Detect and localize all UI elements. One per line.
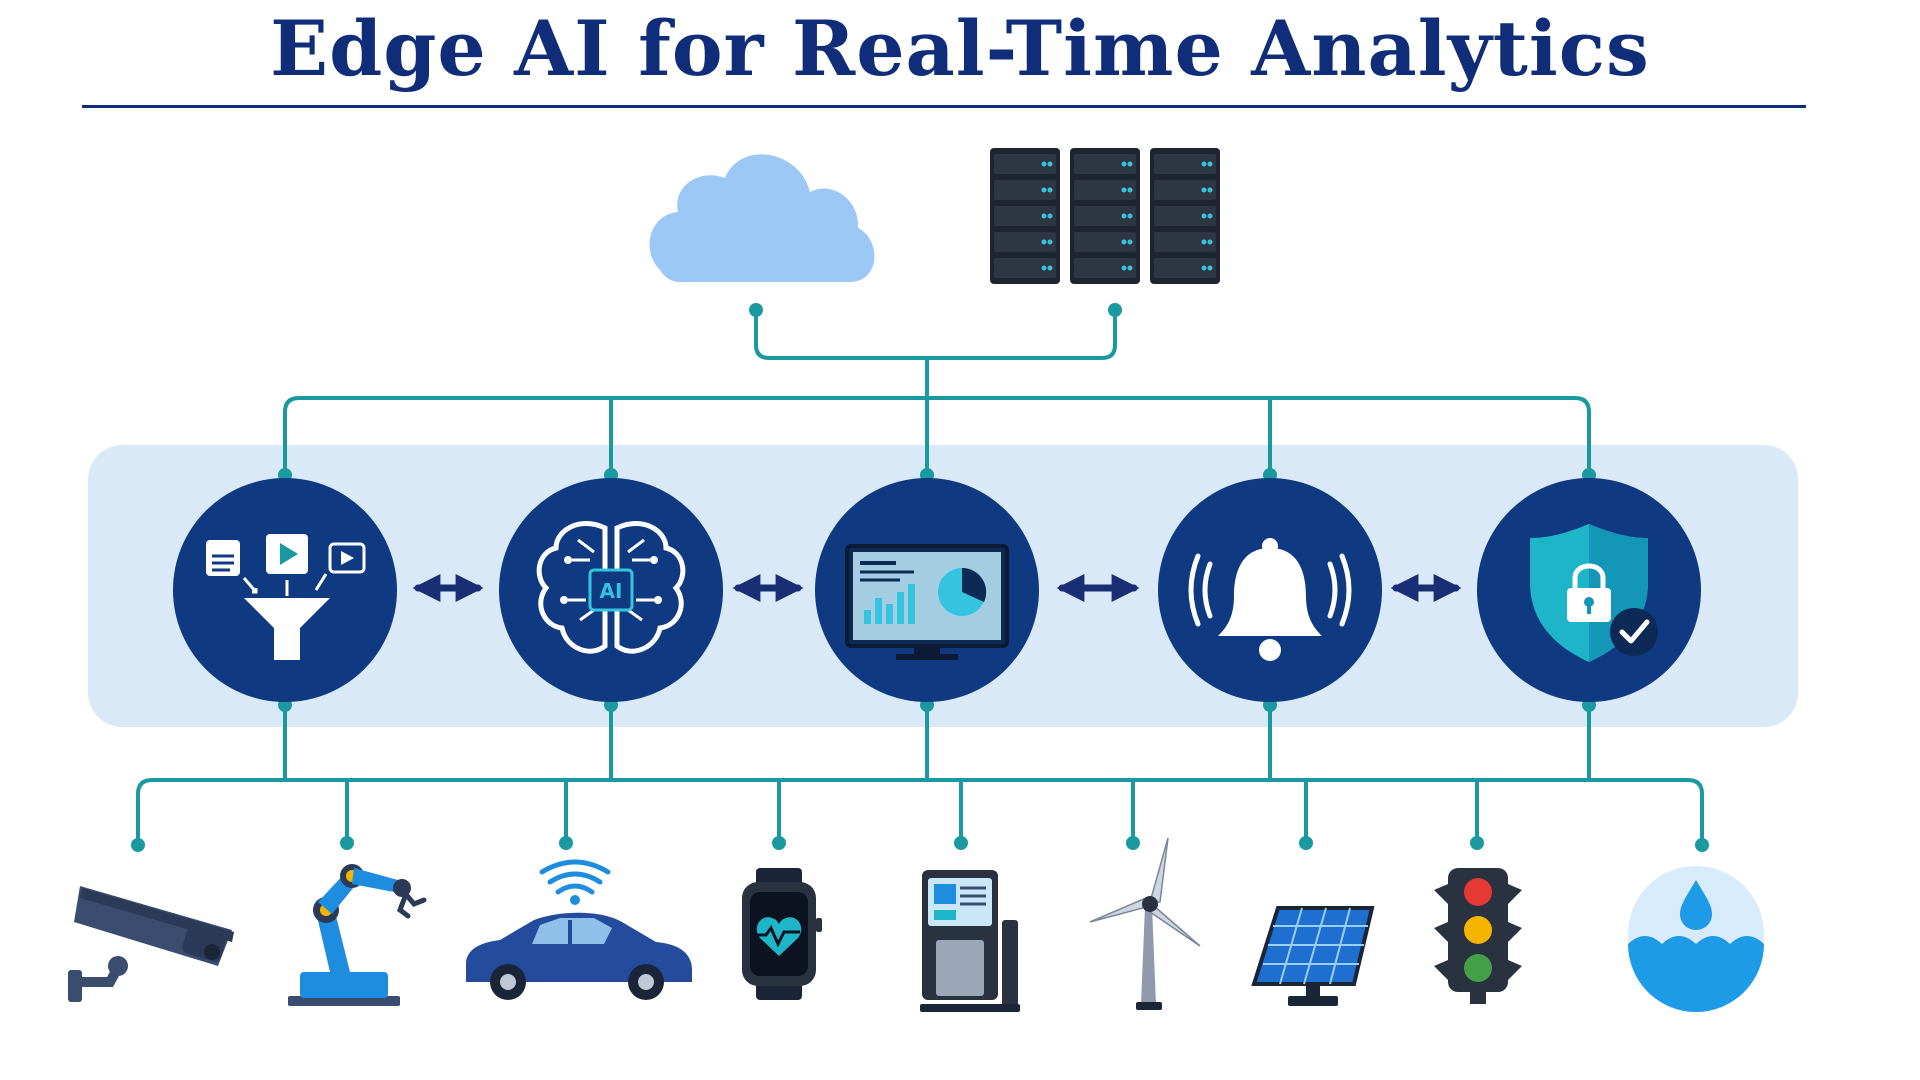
smartwatch-heart-icon [742,868,822,1000]
traffic-light-icon [1434,868,1522,1004]
data-ingest-filter-icon [206,534,366,660]
solar-panel-icon [1251,906,1375,1006]
alert-bell-icon [1188,538,1352,661]
page-title: Edge AI for Real-Time Analytics [270,4,1650,93]
connected-car-icon [466,859,692,1000]
water-drop-icon [1628,866,1764,1012]
security-shield-lock-icon [1530,524,1658,662]
title-divider [82,105,1806,108]
cloud-icon [649,154,875,282]
connector-lines [136,310,1704,845]
security-camera-icon [68,886,234,1002]
analytics-dashboard-monitor-icon [845,544,1009,660]
server-rack-icon [990,148,1220,284]
ai-brain-chip-icon: AI [536,521,686,654]
robotic-arm-icon [288,864,427,1006]
kiosk-terminal-icon [920,870,1020,1012]
wind-turbine-icon [1089,837,1201,1010]
ai-chip-label: AI [600,579,623,603]
